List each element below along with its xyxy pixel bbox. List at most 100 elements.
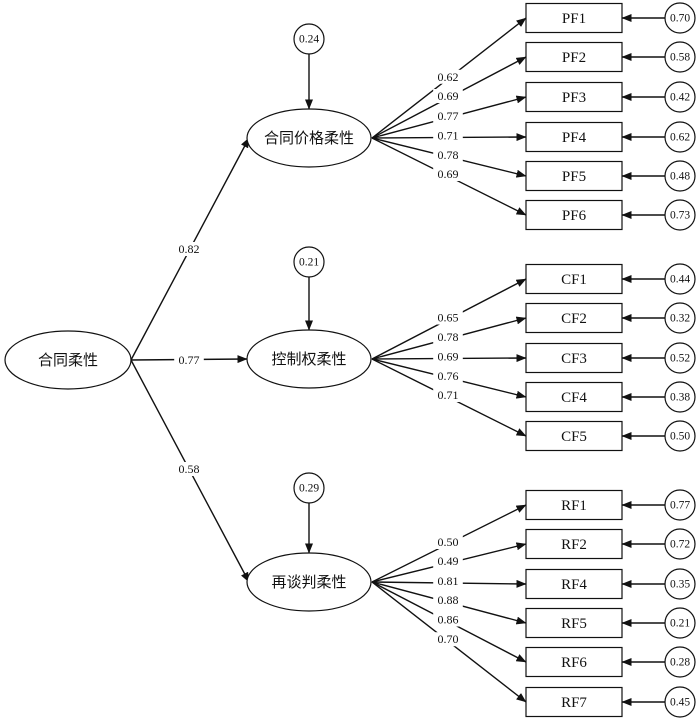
indicator-box [525,2,623,34]
indicator-box [525,528,623,560]
factor-loading-group: 0.62 [433,69,463,84]
indicator-box [525,568,623,600]
error-variance: 0.52 [670,353,690,365]
factor-loading-group: 0.49 [433,554,463,569]
indicator-label: PF3 [562,90,586,106]
error-circle [664,420,696,452]
root-latent-ellipse [4,330,132,390]
factor-loading: 0.70 [438,632,459,646]
indicator-label: CF1 [561,272,587,288]
latent-factor-ellipse-1 [246,329,372,389]
factor-loading: 0.69 [438,167,459,181]
factor-loading-bg [433,69,463,84]
factor-loading-group: 0.88 [433,593,463,608]
indicator-label: PF2 [562,50,586,66]
error-variance: 0.28 [670,657,690,669]
indicator-box [525,489,623,521]
residual-value-0: 0.24 [299,34,319,46]
factor-loading: 0.81 [438,574,459,588]
factor-loading-bg [433,612,463,627]
indicator-box [525,607,623,639]
error-circle [664,381,696,413]
error-variance: 0.72 [670,539,690,551]
factor-loading-bg [433,554,463,569]
indicator-box [525,121,623,153]
factor-loading-bg [433,632,463,647]
factor-loading: 0.88 [438,593,459,607]
error-circle [664,41,696,73]
factor-loading: 0.78 [438,148,459,162]
factor-loading-bg [433,310,463,325]
path-coefficient-0-group: 0.82 [174,242,204,256]
factor-loading: 0.62 [438,70,459,84]
error-circle [664,81,696,113]
path-coefficient-2-group: 0.58 [174,462,204,476]
factor-loading-bg [433,368,463,383]
error-variance: 0.38 [670,392,690,404]
path-coefficient-2-bg [174,462,204,476]
indicator-label: PF6 [562,208,587,224]
path-coefficient-0-bg [174,242,204,256]
factor-loading: 0.50 [438,535,459,549]
factor-loading-group: 0.76 [433,368,463,383]
factor-loading-bg [433,147,463,162]
residual-circle-1 [293,246,325,278]
indicator-box [525,646,623,678]
factor-loading-bg [433,108,463,123]
factor-loading-group: 0.69 [433,349,463,364]
factor-loading: 0.76 [438,369,459,383]
path-coefficient-1-group: 0.77 [174,353,204,367]
error-variance: 0.73 [670,210,690,222]
error-circle [664,568,696,600]
factor-loading: 0.49 [438,554,459,568]
latent-factor-ellipse-2 [246,552,372,612]
error-circle [664,607,696,639]
indicator-box [525,420,623,452]
error-variance: 0.32 [670,313,690,325]
indicator-box [525,81,623,113]
residual-circle-0 [293,23,325,55]
error-variance: 0.44 [670,274,690,286]
path-coefficient-2: 0.58 [179,462,200,476]
indicator-box [525,41,623,73]
factor-loading: 0.77 [438,109,459,123]
factor-loading-bg [433,329,463,344]
error-circle [664,686,696,718]
factor-loading-group: 0.69 [433,89,463,104]
error-variance: 0.21 [670,618,690,630]
factor-loading-group: 0.65 [433,310,463,325]
error-variance: 0.50 [670,431,690,443]
error-circle [664,121,696,153]
root-latent-label: 合同柔性 [38,351,98,369]
error-variance: 0.58 [670,52,690,64]
factor-loading-group: 0.78 [433,329,463,344]
indicator-box [525,302,623,334]
factor-loading-group: 0.71 [433,388,463,402]
path-coefficient-1-bg [174,353,204,367]
factor-loading-bg [433,89,463,104]
factor-loading-bg [433,535,463,549]
error-variance: 0.42 [670,92,690,104]
indicator-label: PF1 [562,11,586,27]
factor-loading-group: 0.70 [433,632,463,647]
error-circle [664,302,696,334]
indicator-label: CF3 [561,351,587,367]
factor-loading-group: 0.81 [433,573,463,588]
error-variance: 0.62 [670,132,690,144]
error-variance: 0.77 [670,500,690,512]
indicator-box [525,199,623,231]
latent-factor-label-2: 再谈判柔性 [271,573,346,591]
factor-loading-group: 0.78 [433,147,463,162]
residual-value-2: 0.29 [299,483,319,495]
factor-loading-bg [433,167,463,181]
indicator-box [525,381,623,413]
latent-factor-ellipse-0 [246,108,372,168]
error-circle [664,646,696,678]
factor-loading-bg [433,388,463,402]
path-coefficient-1: 0.77 [179,353,200,367]
factor-loading: 0.69 [438,350,459,364]
indicator-label: CF4 [561,390,587,406]
residual-value-1: 0.21 [299,257,319,269]
